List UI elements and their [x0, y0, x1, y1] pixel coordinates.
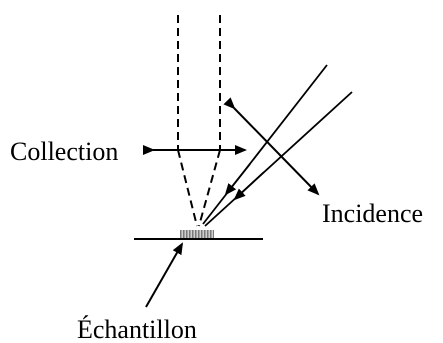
sample-label: Échantillon: [77, 315, 197, 343]
incidence-beam-1: [202, 64, 328, 225]
sample-patch: [180, 230, 214, 238]
collection-cone: [177, 15, 221, 227]
collection-beam-left-lower: [177, 149, 198, 227]
collection-label: Collection: [10, 137, 118, 166]
sample-pointer-arrow: [145, 242, 183, 308]
incidence-angle-arrow: [223, 97, 320, 196]
collection-beam-right-lower: [198, 149, 221, 227]
incidence-label: Incidence: [322, 199, 423, 228]
